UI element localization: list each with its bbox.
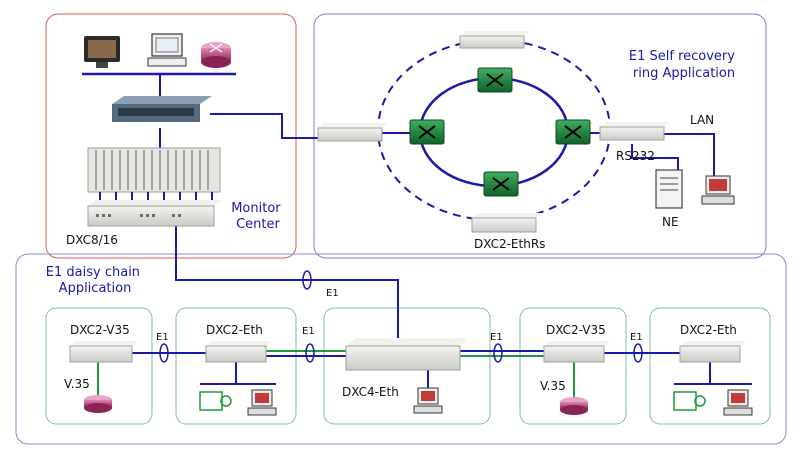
chain-frame-3 [323,307,491,425]
ring-switch-top-icon [477,67,513,93]
monitor-center-label: Monitor Center [231,201,285,232]
e1-b-label: E1 [302,326,315,337]
chain-frame-2 [175,307,297,425]
ring-switch-left-icon [409,119,445,145]
workstation-icon [147,33,187,67]
e1-d-label: E1 [630,332,643,343]
pc-b-icon [723,389,753,416]
chain1-label: DXC2-V35 [70,323,130,337]
ethernet-switch-icon [112,96,212,122]
e1-c-marker [493,343,503,363]
pc-chain3-icon [413,387,443,414]
chain4-label: DXC2-V35 [546,323,606,337]
e1-uplink-label: E1 [326,288,339,299]
rs232-line [631,144,679,170]
e1-c-label: E1 [490,332,503,343]
e1-a-marker [159,343,169,363]
lan-text: LAN [690,113,714,127]
camera-a-icon [199,391,232,411]
e1-b-marker [305,343,315,363]
chain3-unit [345,338,468,371]
lan-line [662,133,715,176]
chain4-unit [543,341,610,363]
chain-frame-1 [45,307,153,425]
ring-switch-bottom-icon [483,171,519,197]
camera-b-icon [673,391,706,411]
chain-frame-5 [649,307,771,425]
monitor-center-frame [45,13,297,259]
outer-frame [15,253,787,445]
ring-switch-right-icon [555,119,591,145]
v35-router-a-icon [84,395,112,413]
chain-frame-4 [519,307,627,425]
ring-application-frame [313,13,767,259]
dxc8-16-label: DXC8/16 [66,233,118,247]
ring-top-unit [459,31,530,49]
ne-label: NE [662,215,679,229]
v35-b-label: V.35 [540,379,566,393]
dxc-rack-icon [87,147,221,200]
e1-d-marker [633,343,643,363]
ring-left-unit [317,123,388,142]
pc-a-icon [247,389,277,416]
lan-pc-icon [701,175,735,205]
v35-a-label: V.35 [64,377,90,391]
chain2-label: DXC2-Eth [206,323,263,337]
video-terminal-icon [84,36,120,68]
ne-server-icon [655,169,683,209]
ring-bottom-label: DXC2-EthRs [474,237,545,251]
ring-bottom-unit [471,213,542,233]
e1-uplink-marker [302,270,312,290]
rs232-label: RS232 [616,149,655,163]
chain1-unit [69,341,138,363]
mc-to-ring-line [210,113,320,139]
dxc8-16-unit [87,200,222,227]
ring-application-label: E1 Self recovery ring Application [629,49,739,81]
v35-router-b-icon [560,397,588,415]
chain3-label: DXC4-Eth [342,385,399,399]
chain5-unit [679,341,746,363]
chain5-label: DXC2-Eth [680,323,737,337]
chain2-unit [205,341,272,363]
ring-right-unit [599,122,670,141]
daisy-chain-label: E1 daisy chain Application [46,265,144,296]
uplink-line [175,226,399,342]
router-icon-top [201,42,231,68]
e1-a-label: E1 [156,332,169,343]
